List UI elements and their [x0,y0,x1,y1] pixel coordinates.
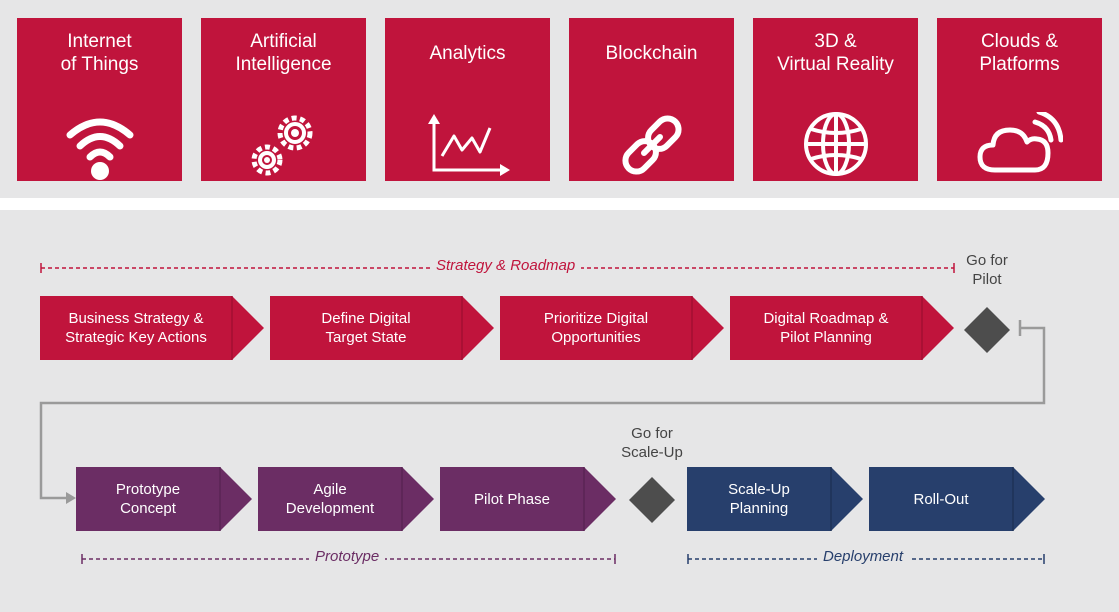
cloud-icon [977,109,1063,183]
go-for-scale-up-diamond [629,477,675,523]
prototype-bracket-label: Prototype [309,548,386,565]
tile-label: 3D & Virtual Reality [777,31,894,75]
step-label: Define Digital Target State [321,310,411,346]
tile-label: Clouds & Platforms [979,31,1060,75]
line-chart-icon [426,110,510,181]
go-for-pilot-label: Go for Pilot [966,252,1008,288]
tile-label: Internet of Things [60,31,139,75]
step-label: Prototype Concept [115,481,181,517]
deployment-step-1-shape [687,467,863,531]
step-label: Roll-Out [913,490,969,508]
strategy-step-2-shape [270,296,494,360]
tile-label: Artificial Intelligence [235,31,332,75]
globe-icon [802,110,870,183]
step-label: Digital Roadmap & Pilot Planning [763,310,889,346]
process-band [0,210,1119,612]
strategy-step-3-shape [500,296,724,360]
tile-analytics: Analytics [385,18,550,181]
tile-label: Blockchain [605,43,698,64]
tile-clouds-platforms: Clouds & Platforms [937,18,1102,181]
go-for-pilot-diamond [964,307,1010,353]
step-label: Business Strategy & Strategic Key Action… [65,310,207,346]
tile-3d-virtual-reality: 3D & Virtual Reality [753,18,918,181]
tile-label: Analytics [429,43,506,64]
chain-link-icon [617,110,687,185]
connector-line [39,320,1046,500]
strategy-step-4-shape [730,296,954,360]
tile-artificial-intelligence: Artificial Intelligence [201,18,366,181]
deployment-bracket-label: Deployment [817,548,910,565]
step-label: Pilot Phase [474,490,550,508]
strategy-step-1-shape [40,296,264,360]
section-divider [0,198,1119,210]
gears-icon [248,111,320,184]
strategy-bracket-label: Strategy & Roadmap [430,257,582,274]
deployment-step-2-shape [869,467,1045,531]
tile-blockchain: Blockchain [569,18,734,181]
step-label: Scale-Up Planning [728,481,790,517]
prototype-step-3-shape [440,467,616,531]
connector-arrowhead [66,492,76,504]
tile-internet-of-things: Internet of Things [17,18,182,181]
step-label: Prioritize Digital Opportunities [543,310,649,346]
prototype-step-2-shape [258,467,434,531]
go-for-scale-up-label: Go for Scale-Up [621,425,683,461]
technology-band: Internet of Things Artificial Intelligen… [0,0,1119,198]
wifi-icon [65,113,135,188]
step-label: Agile Development [285,481,375,517]
prototype-step-1-shape [76,467,252,531]
